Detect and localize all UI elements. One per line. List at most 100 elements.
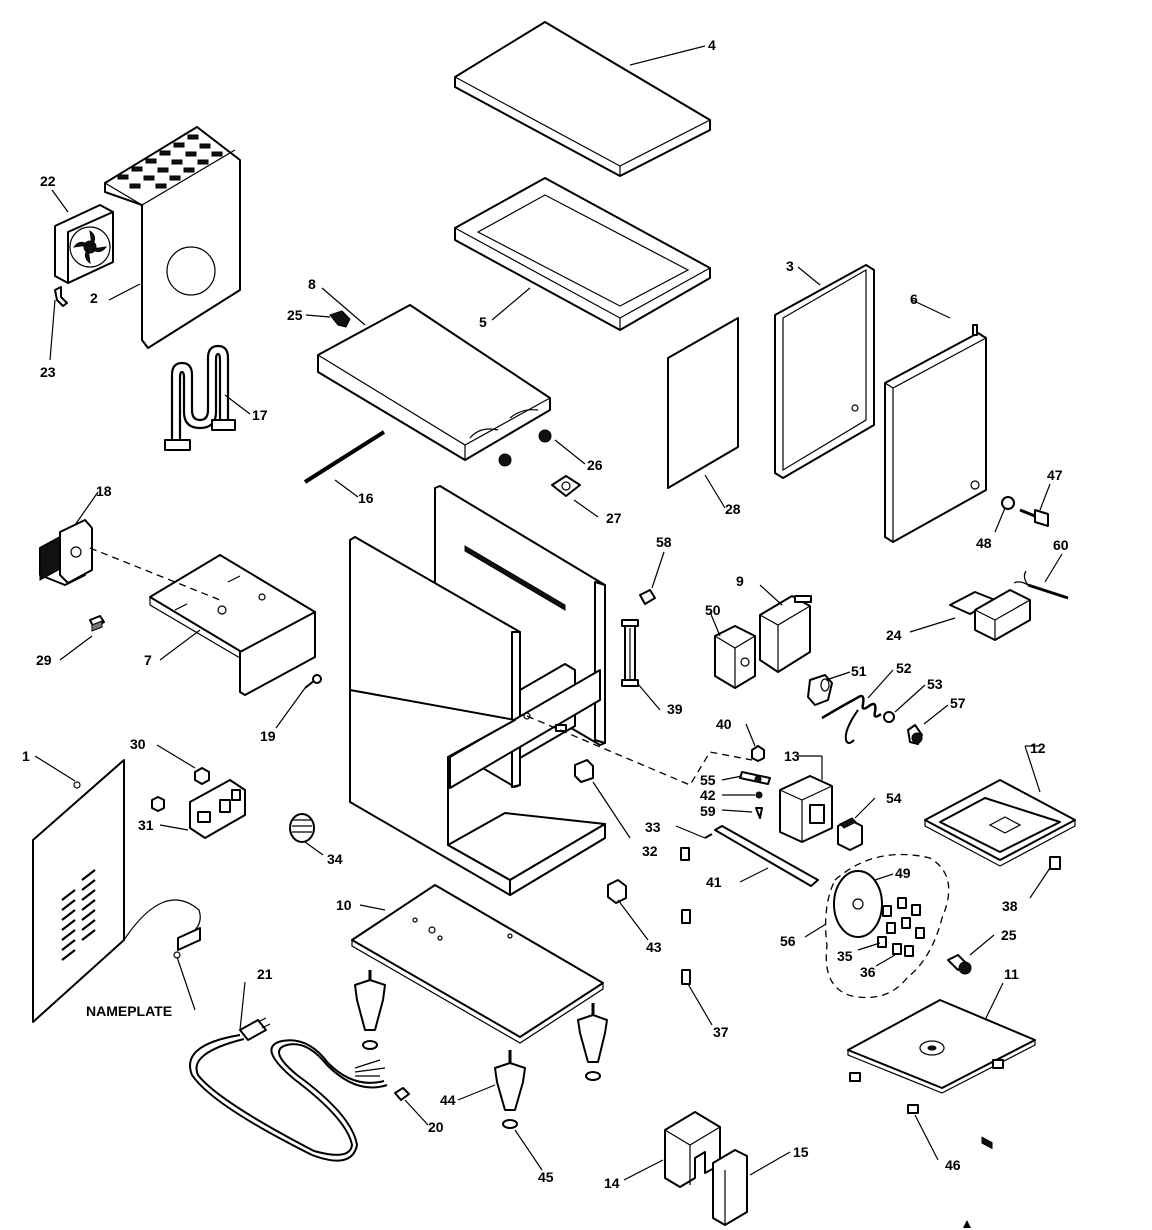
label-42: 42: [700, 787, 716, 803]
label-39: 39: [667, 701, 683, 717]
label-7: 7: [144, 652, 152, 668]
label-26: 26: [587, 457, 603, 473]
part-31-circuit-board: [189, 779, 246, 839]
label-52: 52: [896, 660, 912, 676]
label-20: 20: [428, 1119, 444, 1135]
part-20-strain-relief: [394, 1087, 410, 1101]
part-6-door: [884, 324, 987, 543]
part-59-screw: [755, 807, 763, 819]
part-57-knob: [907, 724, 923, 745]
label-24: 24: [886, 627, 902, 643]
part-29-bushing: [89, 615, 105, 632]
part-39-sight-glass: [621, 619, 639, 687]
label-36: 36: [860, 964, 876, 980]
label-44: 44: [440, 1092, 456, 1108]
part-37-clips: [680, 847, 691, 985]
label-25-top: 25: [287, 307, 303, 323]
part-33-pin: [704, 833, 713, 839]
part-27-flange: [551, 475, 581, 497]
label-34: 34: [327, 851, 343, 867]
label-48: 48: [976, 535, 992, 551]
leader-lines: [34, 45, 1063, 1181]
label-9: 9: [736, 573, 744, 589]
part-23-bracket: [54, 286, 68, 307]
label-29: 29: [36, 652, 52, 668]
part-1-front-panel: [32, 759, 125, 1023]
part-21-power-cord: [189, 1017, 388, 1162]
part-11-base-pan: [847, 999, 1036, 1094]
part-30-standoff: [151, 767, 210, 812]
label-10: 10: [336, 897, 352, 913]
label-57: 57: [950, 695, 966, 711]
label-47: 47: [1047, 467, 1063, 483]
label-38: 38: [1002, 898, 1018, 914]
label-18: 18: [96, 483, 112, 499]
part-9-bracket: [759, 595, 812, 673]
part-28-panel: [667, 317, 739, 489]
part-38-clip: [1049, 856, 1061, 870]
label-6: 6: [910, 291, 918, 307]
part-48-ring: [1001, 496, 1015, 510]
part-51-bearing: [807, 674, 833, 706]
part-50-block: [714, 625, 756, 689]
label-33: 33: [645, 819, 661, 835]
part-13-relay-box: [779, 775, 833, 843]
label-35: 35: [837, 948, 853, 964]
part-15-cover: [712, 1149, 748, 1226]
label-12: 12: [1030, 740, 1046, 756]
label-25-bottom: 25: [1001, 927, 1017, 943]
label-51: 51: [851, 663, 867, 679]
assembly-line-shaft: [526, 715, 753, 786]
part-16-rod: [303, 430, 386, 484]
label-31: 31: [138, 817, 154, 833]
part-34-cap: [289, 813, 315, 843]
label-5: 5: [479, 314, 487, 330]
label-8: 8: [308, 276, 316, 292]
label-13: 13: [784, 748, 800, 764]
part-54-switch: [837, 817, 863, 851]
corner-arrow-mark: [963, 1220, 971, 1228]
label-17: 17: [252, 407, 268, 423]
label-55: 55: [700, 772, 716, 788]
label-58: 58: [656, 534, 672, 550]
label-23: 23: [40, 364, 56, 380]
part-56-fan-assembly: [825, 853, 950, 999]
label-49: 49: [895, 865, 911, 881]
label-15: 15: [793, 1144, 809, 1160]
part-32-switch: [574, 759, 594, 783]
label-22: 22: [40, 173, 56, 189]
label-46: 46: [945, 1157, 961, 1173]
part-60-probe: [1013, 570, 1069, 600]
callout-labels: 4 22 2 23 8 25 5 3 6 17 26 16 27 28 47 4…: [22, 37, 1069, 1191]
label-32: 32: [642, 843, 658, 859]
part-8-deflector-tray: [317, 304, 551, 461]
label-59: 59: [700, 803, 716, 819]
label-14: 14: [604, 1175, 620, 1191]
part-26-grommet: [538, 429, 552, 443]
label-4: 4: [708, 37, 716, 53]
part-17-heater-element: [164, 344, 236, 451]
label-43: 43: [646, 939, 662, 955]
label-50: 50: [705, 602, 721, 618]
part-58-plug: [639, 589, 656, 605]
label-28: 28: [725, 501, 741, 517]
part-18-motor: [39, 519, 93, 586]
part-47-knob: [1019, 508, 1049, 527]
part-52-spring: [821, 694, 882, 744]
label-27: 27: [606, 510, 622, 526]
label-30: 30: [130, 736, 146, 752]
label-3: 3: [786, 258, 794, 274]
part-43-terminal: [607, 879, 627, 904]
part-4-top-panel: [454, 21, 711, 177]
part-25-knob-bottom: [947, 954, 972, 975]
part-41-shaft: [714, 825, 819, 887]
label-21: 21: [257, 966, 273, 982]
label-2: 2: [90, 290, 98, 306]
part-5-frame: [454, 177, 711, 331]
part-24-controller: [949, 589, 1031, 1150]
part-7-bracket: [149, 554, 316, 696]
label-60: 60: [1053, 537, 1069, 553]
part-19-screw: [304, 674, 322, 689]
part-2-blower-housing: [104, 126, 241, 349]
